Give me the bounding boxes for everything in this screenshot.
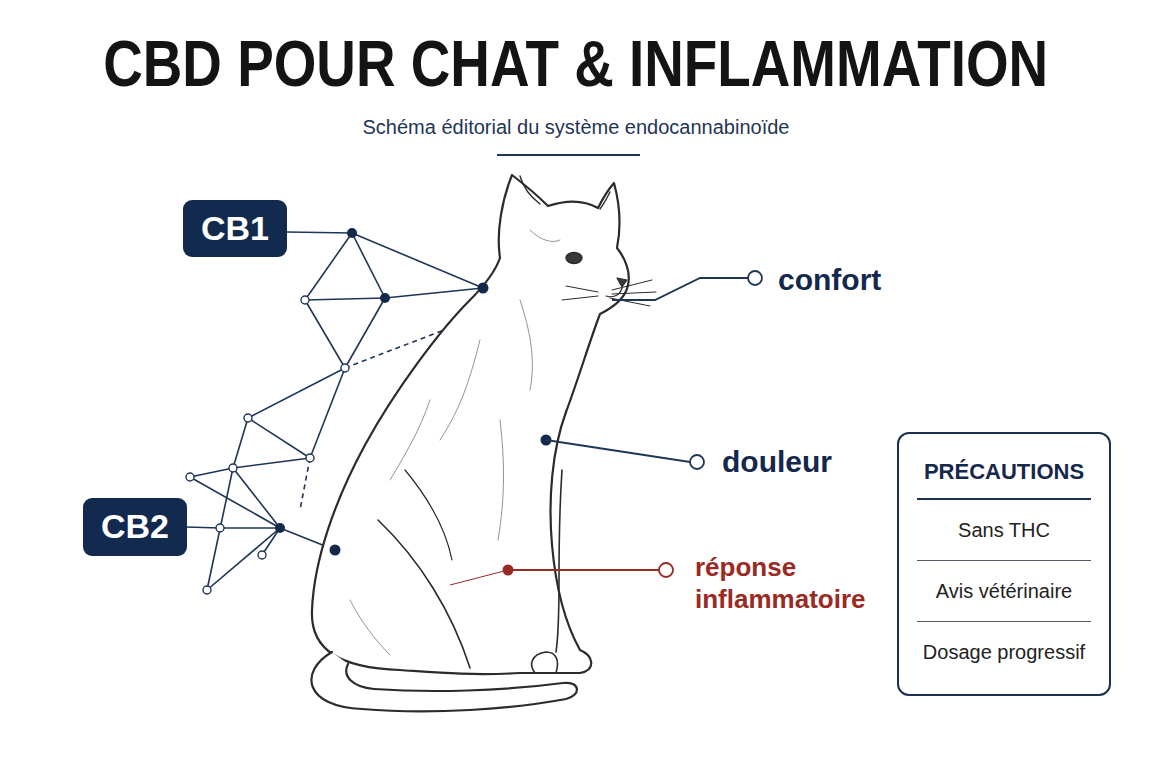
illustration-shape: [405, 470, 452, 560]
illustration-shape: [305, 233, 352, 300]
illustration-shape: [220, 527, 280, 529]
illustration-shape: [352, 233, 483, 288]
illustration-shape: [350, 230, 560, 655]
illustration-shape: [380, 293, 390, 303]
illustration-shape: [203, 586, 211, 594]
illustration-shape: [520, 176, 540, 204]
illustration-shape: [532, 652, 558, 673]
illustration-shape: [352, 233, 385, 298]
panel-item: Avis vétérinaire: [917, 561, 1091, 622]
receptor-box: CB2: [83, 498, 187, 556]
illustration-shape: [216, 524, 224, 532]
illustration-shape: [258, 551, 266, 559]
illustration-shape: [312, 175, 629, 674]
illustration-shape: [520, 300, 532, 390]
illustration-shape: [190, 468, 233, 477]
illustration-shape: [659, 563, 673, 577]
diagram-title: CBD POUR CHAT & INFLAMMATION: [104, 28, 1049, 100]
illustration-shape: [186, 296, 349, 594]
panel-heading: PRÉCAUTIONS: [917, 446, 1091, 500]
title-row: CBD POUR CHAT & INFLAMMATION: [0, 28, 1152, 100]
illustration-shape: [345, 298, 385, 368]
illustration-shape: [508, 569, 659, 571]
illustration-shape: [612, 278, 748, 300]
illustration-shape: [244, 414, 252, 422]
illustration-shape: [530, 230, 560, 242]
network-dots: [186, 228, 489, 594]
illustration-shape: [186, 527, 220, 528]
illustration-shape: [690, 455, 704, 469]
illustration-shape: [566, 253, 582, 264]
illustration-shape: [612, 292, 656, 294]
illustration-shape: [556, 470, 562, 652]
illustration-shape: [305, 300, 345, 368]
illustration-shape: [275, 523, 285, 533]
callout-label: confort: [778, 262, 881, 298]
panel-item: Dosage progressif: [917, 622, 1091, 682]
illustration-shape: [450, 570, 508, 585]
illustration-shape: [478, 283, 489, 294]
illustration-shape: [311, 652, 576, 711]
illustration-shape: [233, 468, 280, 528]
receptor-label: CB2: [101, 508, 169, 545]
illustration-shape: [600, 192, 610, 209]
illustration-shape: [390, 400, 430, 480]
illustration-shape: [233, 458, 310, 468]
illustration-shape: [248, 368, 345, 418]
illustration-shape: [497, 154, 640, 156]
precautions-panel: PRÉCAUTIONSSans THCAvis vétérinaireDosag…: [897, 432, 1111, 696]
panel-item: Sans THC: [917, 500, 1091, 561]
illustration-shape: [190, 477, 280, 528]
illustration-shape: [248, 418, 310, 458]
illustration-shape: [301, 296, 309, 304]
illustration-shape: [229, 464, 237, 472]
illustration-shape: [287, 232, 352, 233]
callout-label: douleur: [722, 444, 832, 480]
receptor-label: CB1: [201, 210, 269, 247]
cat-figure: [311, 175, 656, 711]
illustration-shape: [341, 364, 349, 372]
illustration-shape: [378, 520, 470, 668]
illustration-shape: [300, 458, 310, 510]
illustration-shape: [350, 600, 390, 655]
illustration-shape: [498, 420, 504, 540]
illustration-shape: [617, 278, 627, 287]
illustration-shape: [330, 545, 341, 556]
illustration-shape: [186, 473, 194, 481]
illustration-shape: [310, 368, 345, 458]
illustration-shape: [440, 340, 480, 440]
illustration-shape: [546, 440, 690, 462]
illustration-shape: [347, 228, 357, 238]
illustration-shape: [562, 296, 598, 300]
illustration-shape: [562, 280, 656, 306]
illustration-shape: [385, 288, 483, 298]
illustration-shape: [233, 418, 248, 468]
illustration-shape: [305, 298, 385, 300]
illustration-shape: [566, 286, 598, 292]
illustration-shape: [612, 280, 652, 290]
illustration-shape: [748, 271, 762, 285]
subtitle: Schéma éditorial du système endocannabin…: [0, 114, 1152, 140]
illustration-shape: [207, 468, 233, 590]
receptor-box: CB1: [183, 200, 287, 257]
callout-label: réponse inflammatoire: [695, 551, 891, 615]
illustration-shape: [306, 454, 314, 462]
leader-lines: [450, 271, 762, 585]
